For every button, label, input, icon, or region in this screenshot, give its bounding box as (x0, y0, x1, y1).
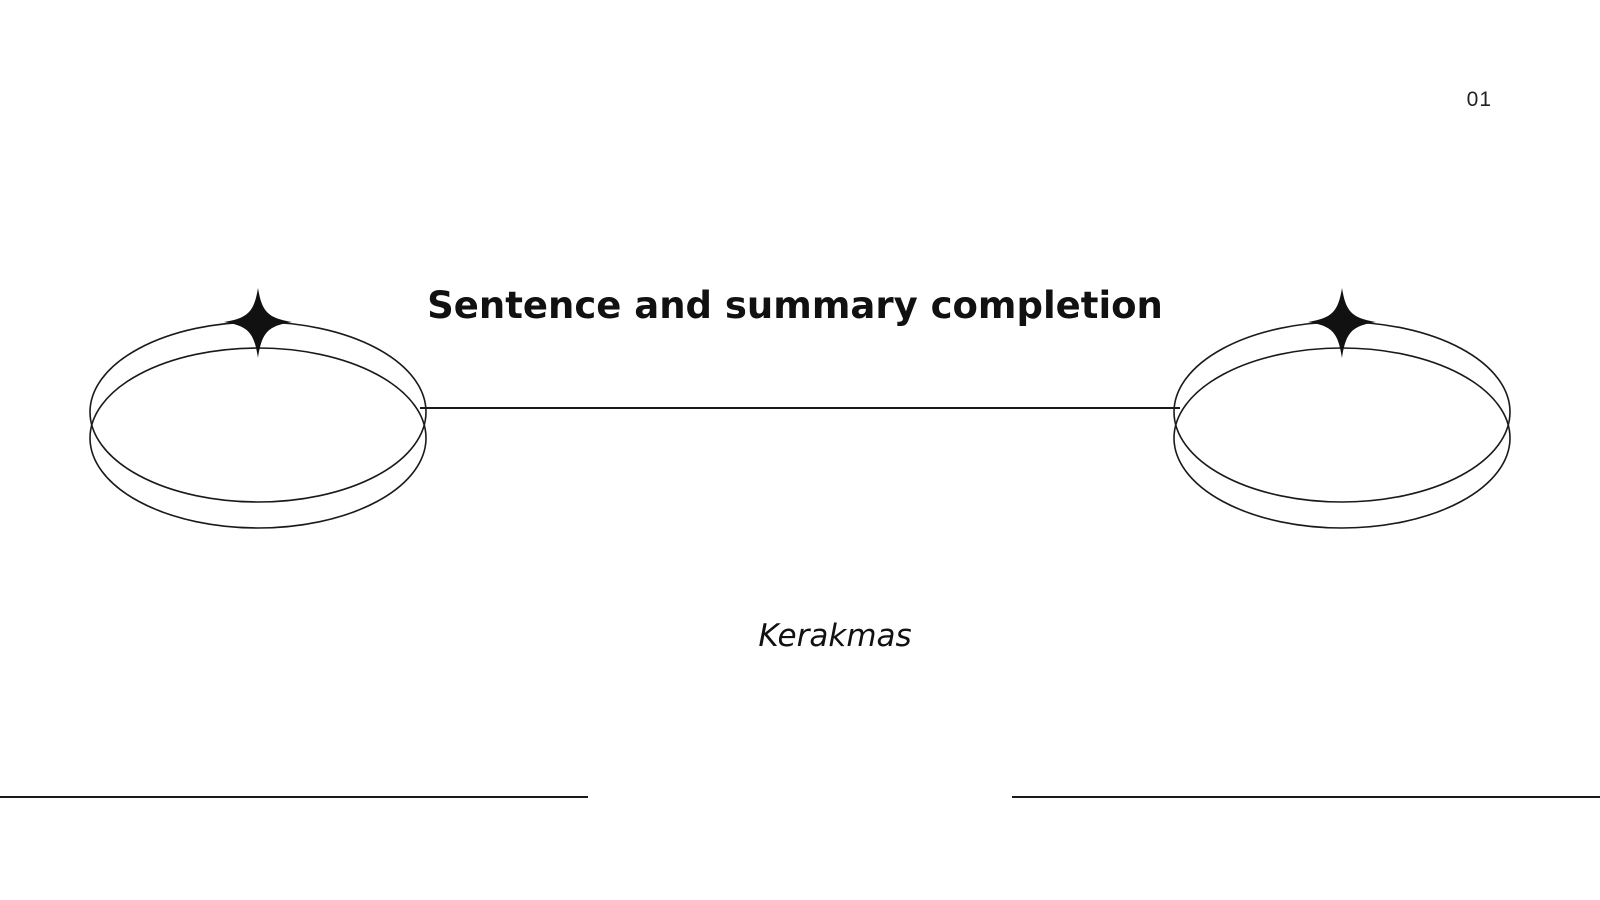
four-point-star-icon (1308, 288, 1376, 358)
page-number: 01 (1466, 88, 1492, 111)
right-ring-ornament (1173, 288, 1511, 529)
four-point-star-icon (224, 288, 292, 358)
left-ring-ornament (89, 288, 427, 529)
slide-title-container: Sentence and summary completion (0, 284, 1600, 327)
author-container: Kerakmas (0, 618, 1600, 654)
slide-title: Sentence and summary completion (427, 284, 1163, 327)
author-name: Kerakmas (758, 618, 912, 654)
